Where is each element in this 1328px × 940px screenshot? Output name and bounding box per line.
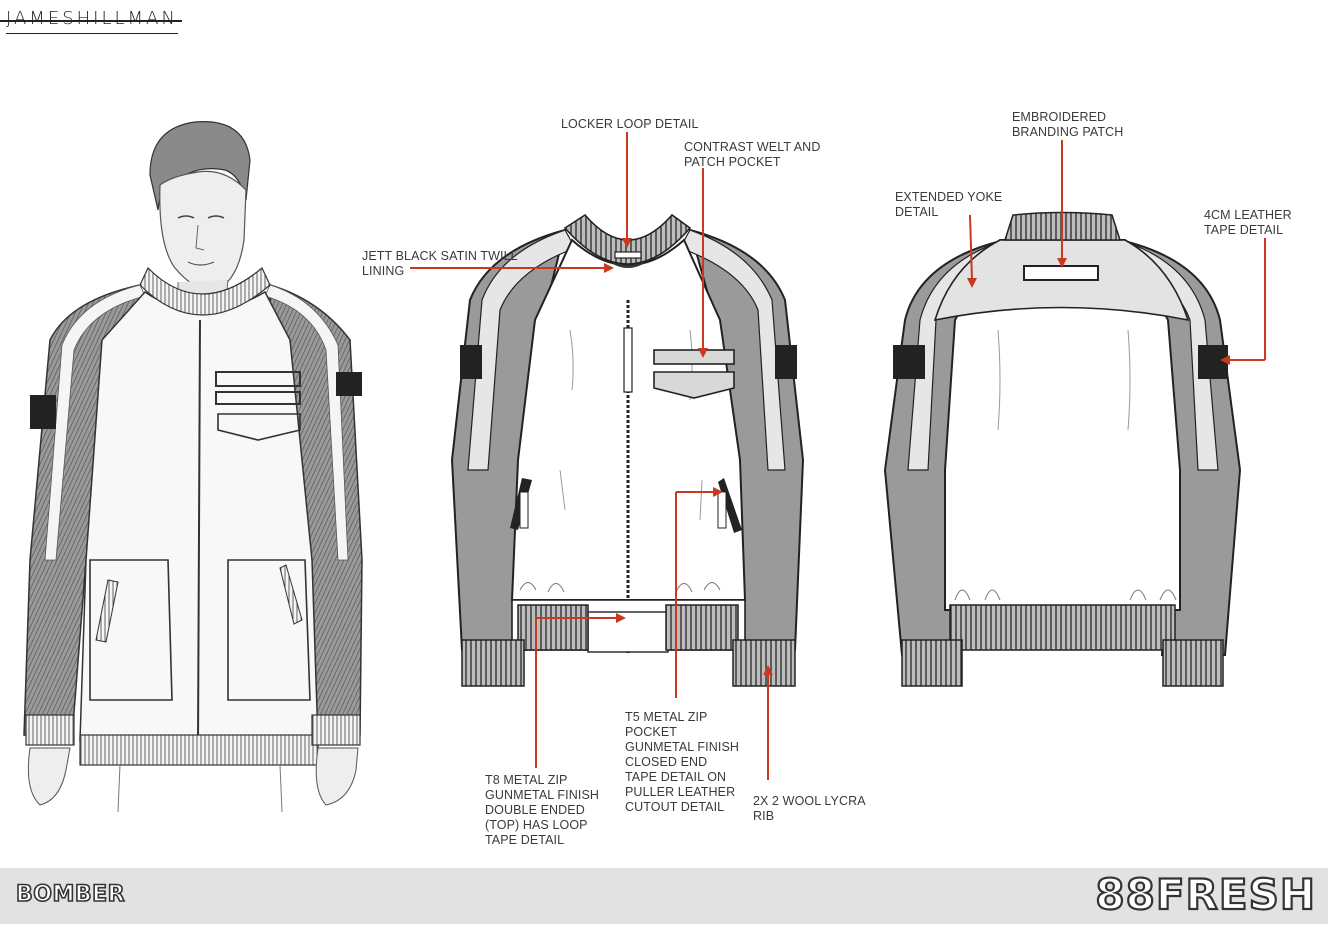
callout-locker-loop: LOCKER LOOP DETAIL (561, 117, 699, 131)
callout-extended-yoke: EXTENDED YOKE DETAIL (895, 190, 1003, 219)
brand-logo: JAMESHILLMAN (0, 8, 182, 34)
callout-embroidered-patch: EMBROIDERED BRANDING PATCH (1012, 110, 1124, 139)
callout-t8-zip: T8 METAL ZIP GUNMETAL FINISH DOUBLE ENDE… (485, 773, 600, 847)
callout-jett-lining: JETT BLACK SATIN TWILL LINING (362, 249, 518, 278)
bomber-back-flat (883, 211, 1242, 687)
callout-lines (410, 132, 1266, 780)
callout-t5-zip: T5 METAL ZIP POCKET GUNMETAL FINISH CLOS… (625, 710, 740, 814)
callout-contrast-welt: CONTRAST WELT AND PATCH POCKET (684, 140, 821, 169)
callout-leather-tape: 4CM LEATHER TAPE DETAIL (1204, 208, 1292, 237)
bomber-front-flat (450, 213, 805, 687)
model-sketch (23, 121, 363, 813)
garment-title: BOMBER (15, 881, 126, 908)
brand-wordmark: 88FRESH (1094, 869, 1316, 920)
footer-bar: BOMBER 88FRESH (0, 868, 1328, 924)
callout-wool-rib: 2X 2 WOOL LYCRA RIB (753, 794, 866, 823)
